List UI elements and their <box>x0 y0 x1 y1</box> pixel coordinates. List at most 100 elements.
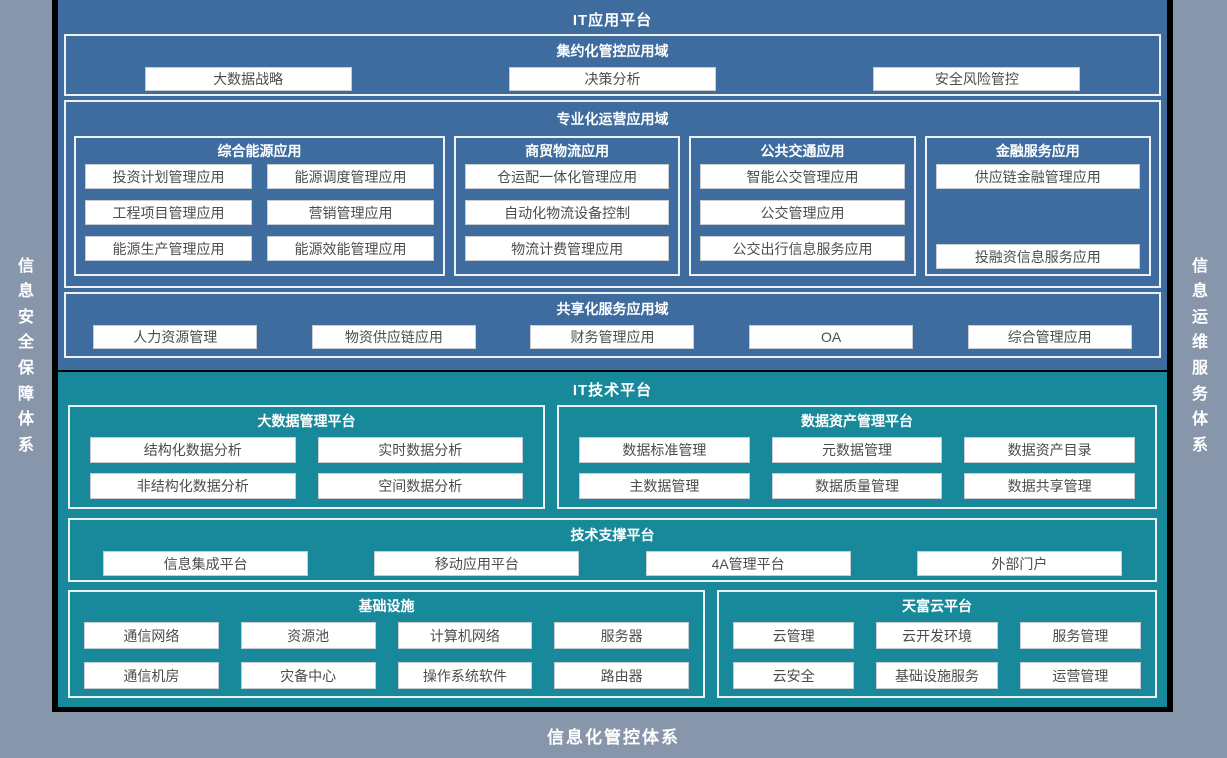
app-item: 物资供应链应用 <box>311 325 476 349</box>
tech-item: 结构化数据分析 <box>90 437 296 463</box>
app-item: 安全风险管控 <box>873 67 1081 91</box>
tech-item: 基础设施服务 <box>876 662 998 689</box>
tech-item: 云开发环境 <box>876 622 998 649</box>
app-item: 仓运配一体化管理应用 <box>465 164 670 189</box>
logistics-items: 仓运配一体化管理应用 自动化物流设备控制 物流计费管理应用 <box>465 164 670 261</box>
panel-integrated-energy: 综合能源应用 投资计划管理应用 能源调度管理应用 工程项目管理应用 营销管理应用… <box>74 136 445 276</box>
tech-item: 路由器 <box>554 662 689 689</box>
right-sidebar-label: 信息运维服务体系 <box>1191 257 1208 454</box>
app-item: 供应链金融管理应用 <box>935 164 1140 189</box>
domain-title: 集约化管控应用域 <box>556 43 669 59</box>
tech-item: 灾备中心 <box>240 662 376 689</box>
tech-item: 服务管理 <box>1019 622 1141 649</box>
tech-item: 服务器 <box>554 622 689 649</box>
platform-title: 技术支撑平台 <box>570 527 655 543</box>
tech-item: 通信网络 <box>84 622 219 649</box>
bigdata-items: 结构化数据分析 实时数据分析 非结构化数据分析 空间数据分析 <box>90 437 523 499</box>
tech-row-infrastructure: 基础设施 通信网络 资源池 计算机网络 服务器 通信机房 灾备中心 操作系统软件… <box>68 590 1157 698</box>
domain3-items: 人力资源管理 物资供应链应用 财务管理应用 OA 综合管理应用 <box>66 325 1159 349</box>
bottom-bar: 信息化管控体系 <box>0 712 1227 758</box>
panel-intensive-control-domain: 集约化管控应用域 大数据战略 决策分析 安全风险管控 <box>64 34 1161 96</box>
column-title: 金融服务应用 <box>995 143 1080 159</box>
tech-item: 空间数据分析 <box>317 473 523 499</box>
tech-item: 数据质量管理 <box>771 473 943 499</box>
column-title: 商贸物流应用 <box>525 143 610 159</box>
app-item: 能源生产管理应用 <box>85 236 252 261</box>
app-item: 财务管理应用 <box>530 325 695 349</box>
tech-item: 元数据管理 <box>771 437 943 463</box>
tech-row-data: 大数据管理平台 结构化数据分析 实时数据分析 非结构化数据分析 空间数据分析 数… <box>68 405 1157 509</box>
transport-items: 智能公交管理应用 公交管理应用 公交出行信息服务应用 <box>700 164 905 261</box>
tech-item: 移动应用平台 <box>374 551 580 576</box>
left-sidebar-label: 信息安全保障体系 <box>17 257 34 454</box>
column-title: 综合能源应用 <box>217 143 302 159</box>
panel-shared-services-domain: 共享化服务应用域 人力资源管理 物资供应链应用 财务管理应用 OA 综合管理应用 <box>64 292 1161 358</box>
app-item: 大数据战略 <box>144 67 352 91</box>
bottom-bar-label: 信息化管控体系 <box>547 727 680 747</box>
panel-tech-support-platform: 技术支撑平台 信息集成平台 移动应用平台 4A管理平台 外部门户 <box>68 518 1157 582</box>
platform-title: 数据资产管理平台 <box>801 413 913 429</box>
app-item: OA <box>749 325 914 349</box>
platform-title: 天富云平台 <box>902 598 972 614</box>
panel-trade-logistics: 商贸物流应用 仓运配一体化管理应用 自动化物流设备控制 物流计费管理应用 <box>454 136 681 276</box>
app-item: 投资计划管理应用 <box>85 164 252 189</box>
app-item: 决策分析 <box>508 67 716 91</box>
panel-tianfu-cloud-platform: 天富云平台 云管理 云开发环境 服务管理 云安全 基础设施服务 运营管理 <box>717 590 1157 698</box>
tech-item: 主数据管理 <box>579 473 750 499</box>
left-sidebar: 信息安全保障体系 <box>0 0 52 712</box>
app-item: 自动化物流设备控制 <box>465 200 670 225</box>
column-title: 公共交通应用 <box>760 143 845 159</box>
app-item: 人力资源管理 <box>93 325 258 349</box>
right-sidebar: 信息运维服务体系 <box>1173 0 1227 712</box>
tech-item: 云管理 <box>733 622 855 649</box>
domain2-columns: 综合能源应用 投资计划管理应用 能源调度管理应用 工程项目管理应用 营销管理应用… <box>74 136 1151 276</box>
panel-bigdata-management: 大数据管理平台 结构化数据分析 实时数据分析 非结构化数据分析 空间数据分析 <box>68 405 545 509</box>
app-item: 综合管理应用 <box>967 325 1132 349</box>
tech-item: 资源池 <box>240 622 376 649</box>
tech-item: 4A管理平台 <box>645 551 851 576</box>
platform-title: 基础设施 <box>358 598 415 614</box>
tech-item: 信息集成平台 <box>103 551 309 576</box>
it-technology-platform-section: IT技术平台 大数据管理平台 结构化数据分析 实时数据分析 非结构化数据分析 空… <box>58 372 1167 707</box>
infrastructure-items: 通信网络 资源池 计算机网络 服务器 通信机房 灾备中心 操作系统软件 路由器 <box>84 622 689 689</box>
tech-item: 云安全 <box>733 662 855 689</box>
tech-item: 非结构化数据分析 <box>90 473 296 499</box>
data-asset-items: 数据标准管理 元数据管理 数据资产目录 主数据管理 数据质量管理 数据共享管理 <box>579 437 1135 499</box>
app-item: 能源效能管理应用 <box>267 236 434 261</box>
panel-public-transport: 公共交通应用 智能公交管理应用 公交管理应用 公交出行信息服务应用 <box>689 136 916 276</box>
it-application-platform-section: IT应用平台 集约化管控应用域 大数据战略 决策分析 安全风险管控 专业化运营应… <box>58 0 1167 370</box>
tech-item: 数据共享管理 <box>964 473 1135 499</box>
tech-item: 数据资产目录 <box>964 437 1135 463</box>
tech-item: 运营管理 <box>1019 662 1141 689</box>
app-item: 能源调度管理应用 <box>267 164 434 189</box>
app-item: 公交管理应用 <box>700 200 905 225</box>
panel-financial-services: 金融服务应用 供应链金融管理应用 投融资信息服务应用 <box>924 136 1151 276</box>
diagram-frame: IT应用平台 集约化管控应用域 大数据战略 决策分析 安全风险管控 专业化运营应… <box>52 0 1173 712</box>
it-application-platform-title: IT应用平台 <box>572 12 653 29</box>
app-item: 营销管理应用 <box>267 200 434 225</box>
app-item: 公交出行信息服务应用 <box>700 236 905 261</box>
app-item: 投融资信息服务应用 <box>935 244 1140 269</box>
domain1-items: 大数据战略 决策分析 安全风险管控 <box>66 67 1159 91</box>
panel-infrastructure: 基础设施 通信网络 资源池 计算机网络 服务器 通信机房 灾备中心 操作系统软件… <box>68 590 705 698</box>
domain-title: 共享化服务应用域 <box>556 301 669 317</box>
tech-item: 数据标准管理 <box>579 437 750 463</box>
section-divider <box>58 370 1167 372</box>
app-item: 工程项目管理应用 <box>85 200 252 225</box>
tech-item: 实时数据分析 <box>317 437 523 463</box>
tech-item: 计算机网络 <box>397 622 533 649</box>
app-item: 物流计费管理应用 <box>465 236 670 261</box>
tech-support-items: 信息集成平台 移动应用平台 4A管理平台 外部门户 <box>70 551 1155 576</box>
tech-item: 通信机房 <box>84 662 219 689</box>
tech-item: 操作系统软件 <box>397 662 533 689</box>
finance-items: 供应链金融管理应用 投融资信息服务应用 <box>935 164 1140 274</box>
it-technology-platform-title: IT技术平台 <box>572 382 653 399</box>
panel-specialized-operation-domain: 专业化运营应用域 综合能源应用 投资计划管理应用 能源调度管理应用 工程项目管理… <box>64 100 1161 288</box>
domain-title: 专业化运营应用域 <box>556 111 669 127</box>
energy-items: 投资计划管理应用 能源调度管理应用 工程项目管理应用 营销管理应用 能源生产管理… <box>85 164 434 261</box>
app-item: 智能公交管理应用 <box>700 164 905 189</box>
cloud-items: 云管理 云开发环境 服务管理 云安全 基础设施服务 运营管理 <box>733 622 1141 689</box>
panel-data-asset-management: 数据资产管理平台 数据标准管理 元数据管理 数据资产目录 主数据管理 数据质量管… <box>557 405 1157 509</box>
platform-title: 大数据管理平台 <box>257 413 356 429</box>
